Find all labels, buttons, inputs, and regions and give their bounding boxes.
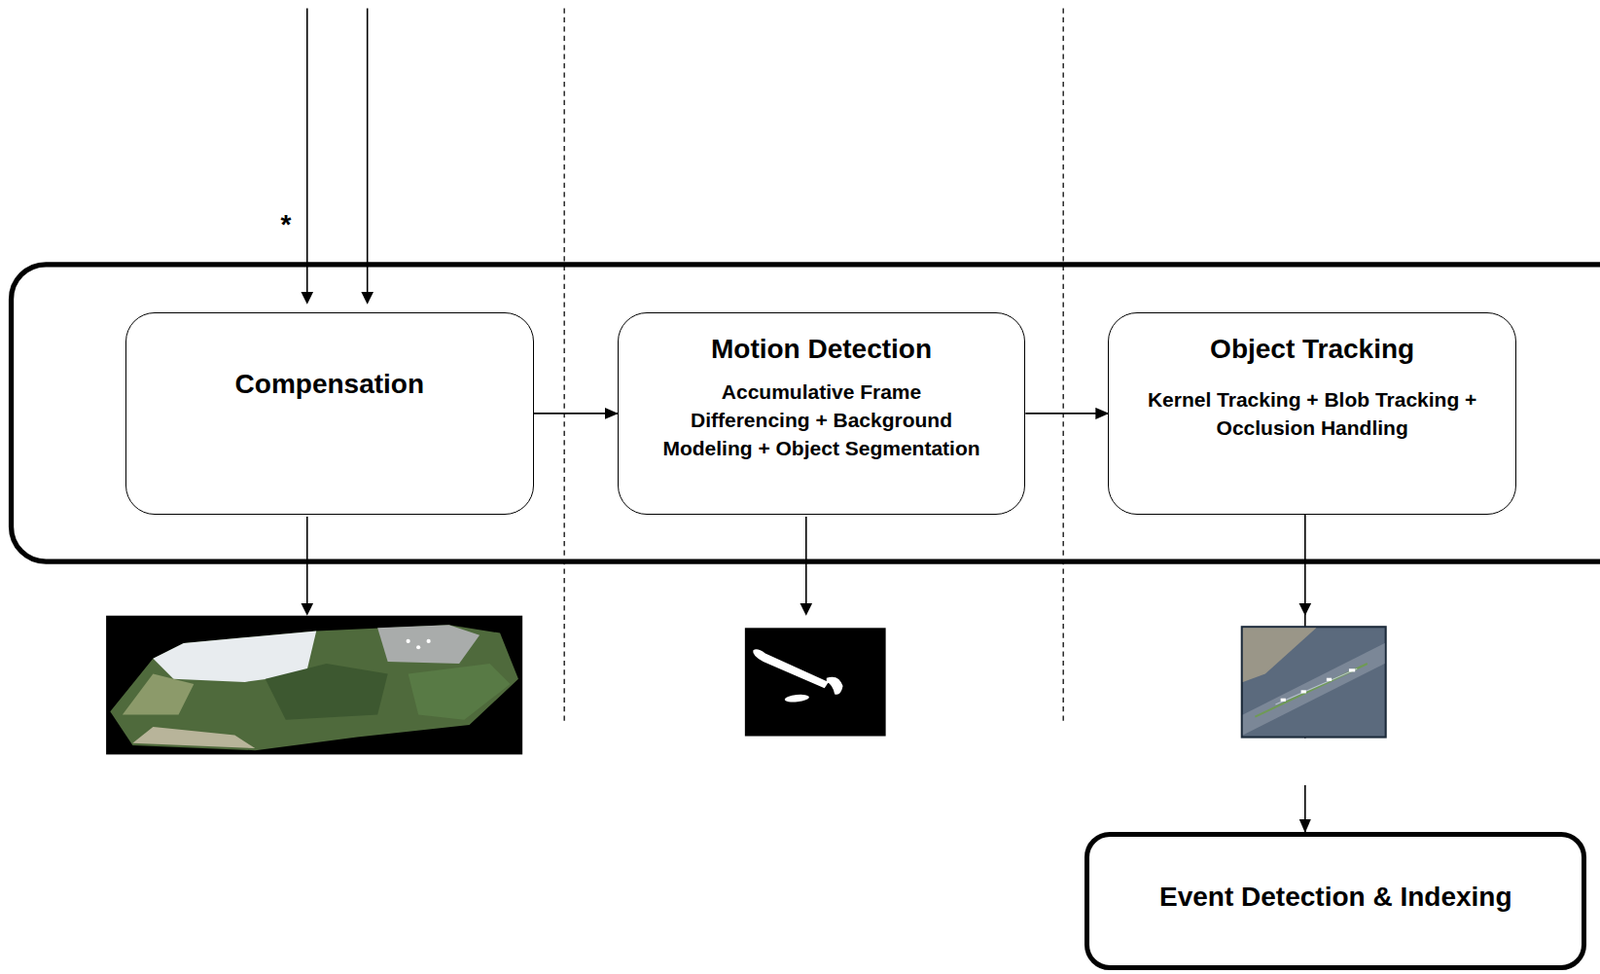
process-box: Object TrackingKernel Tracking + Blob Tr… — [1107, 312, 1517, 515]
input-arrow — [306, 7, 309, 294]
output-box: Event Detection & Indexing — [1084, 831, 1587, 970]
gap-cover — [1295, 738, 1315, 785]
output-arrow — [306, 516, 309, 605]
arrow-head — [360, 291, 374, 305]
input-arrow — [366, 7, 369, 294]
stage-separator — [1063, 7, 1065, 722]
process-box: Compensation — [125, 312, 534, 515]
arrow-head — [300, 291, 314, 305]
stage-separator — [564, 7, 566, 722]
tracking-image — [1242, 626, 1387, 737]
flow-arrow — [1025, 412, 1108, 415]
box-description: Accumulative Frame Differencing + Backgr… — [661, 377, 983, 463]
box-title: Object Tracking — [1209, 332, 1415, 366]
footnote-mark: * — [281, 211, 292, 239]
flow-arrow — [533, 412, 618, 415]
box-description: Kernel Tracking + Blob Tracking + Occlus… — [1135, 385, 1491, 442]
box-title: Motion Detection — [711, 332, 932, 366]
box-title: Compensation — [235, 367, 425, 401]
motion-mask — [745, 627, 887, 736]
mosaic-image — [106, 615, 523, 755]
process-box: Motion DetectionAccumulative Frame Diffe… — [617, 312, 1027, 515]
arrow-head — [1299, 603, 1313, 616]
box-title: Event Detection & Indexing — [1159, 880, 1513, 914]
arrow-head — [800, 603, 814, 616]
arrow-head — [300, 603, 314, 616]
output-arrow — [805, 516, 808, 605]
